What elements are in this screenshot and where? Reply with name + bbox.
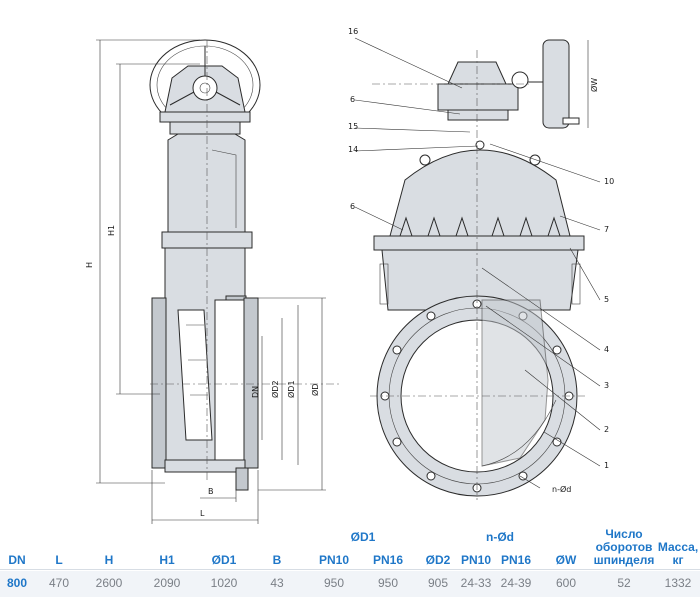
cell-d1-pn10: 950 bbox=[323, 576, 345, 590]
dim-label-d2: ØD2 bbox=[270, 380, 280, 398]
cell-l: 470 bbox=[48, 576, 70, 590]
part-number-14: 14 bbox=[348, 145, 358, 154]
dim-label-w: ØW bbox=[589, 78, 599, 92]
cell-b: 43 bbox=[270, 576, 284, 590]
header-turns: Число оборотов шпинделя bbox=[593, 527, 655, 567]
part-number-1: 1 bbox=[604, 461, 609, 470]
dim-label-h1: H1 bbox=[107, 225, 116, 236]
cell-nd-pn10: 24-33 bbox=[460, 576, 492, 590]
header-l: L bbox=[55, 553, 63, 567]
header-nd-pn10: PN10 bbox=[460, 553, 492, 567]
part-number-10: 10 bbox=[604, 177, 614, 186]
header-h: H bbox=[104, 553, 114, 567]
header-d1-pn16: PN16 bbox=[372, 553, 404, 567]
header-w: ØW bbox=[555, 553, 577, 567]
header-dn: DN bbox=[8, 553, 26, 567]
part-number-3: 3 bbox=[604, 381, 609, 390]
dim-label-b: B bbox=[208, 487, 214, 496]
cell-h1: 2090 bbox=[153, 576, 181, 590]
part-number-15: 15 bbox=[348, 122, 358, 131]
dim-label-nd: n-Ød bbox=[552, 484, 571, 494]
part-number-4: 4 bbox=[604, 345, 609, 354]
cell-d1-pn16: 950 bbox=[377, 576, 399, 590]
part-number-2: 2 bbox=[604, 425, 609, 434]
cell-dn: 800 bbox=[6, 576, 28, 590]
part-number-6b: 6 bbox=[350, 202, 355, 211]
dim-label-dn: DN bbox=[251, 386, 260, 398]
side-section-view bbox=[96, 39, 340, 524]
dim-label-d: ØD bbox=[310, 384, 320, 396]
cell-nd-pn16: 24-39 bbox=[500, 576, 532, 590]
header-nd-pn16: PN16 bbox=[500, 553, 532, 567]
header-d2: ØD2 bbox=[425, 553, 451, 567]
dim-label-l: L bbox=[200, 509, 205, 518]
header-d1-pn10: PN10 bbox=[318, 553, 350, 567]
part-number-6a: 6 bbox=[350, 95, 355, 104]
dim-label-h: H bbox=[85, 262, 94, 268]
cell-turns: 52 bbox=[617, 576, 631, 590]
table-row bbox=[0, 571, 700, 597]
cell-mass: 1332 bbox=[664, 576, 692, 590]
dim-label-d1: ØD1 bbox=[286, 380, 296, 398]
front-view bbox=[370, 39, 589, 500]
header-b: B bbox=[272, 553, 282, 567]
part-number-16: 16 bbox=[348, 27, 358, 36]
header-d1: ØD1 bbox=[211, 553, 237, 567]
part-number-7: 7 bbox=[604, 225, 609, 234]
cell-d2: 905 bbox=[427, 576, 449, 590]
header-nd-group: n-Ød bbox=[486, 530, 514, 544]
header-mass: Масса, кг bbox=[657, 540, 699, 567]
part-number-5: 5 bbox=[604, 295, 609, 304]
valve-drawing: H H1 L B DN ØD2 ØD1 ØD bbox=[85, 27, 614, 524]
header-d1-group: ØD1 bbox=[350, 530, 376, 544]
header-divider bbox=[0, 569, 700, 570]
cell-w: 600 bbox=[555, 576, 577, 590]
header-h1: H1 bbox=[159, 553, 175, 567]
spec-table: DN L H H1 ØD1 B ØD1 PN10 PN16 ØD2 n-Ød P… bbox=[0, 527, 700, 599]
cell-h: 2600 bbox=[95, 576, 123, 590]
cell-d1: 1020 bbox=[210, 576, 238, 590]
